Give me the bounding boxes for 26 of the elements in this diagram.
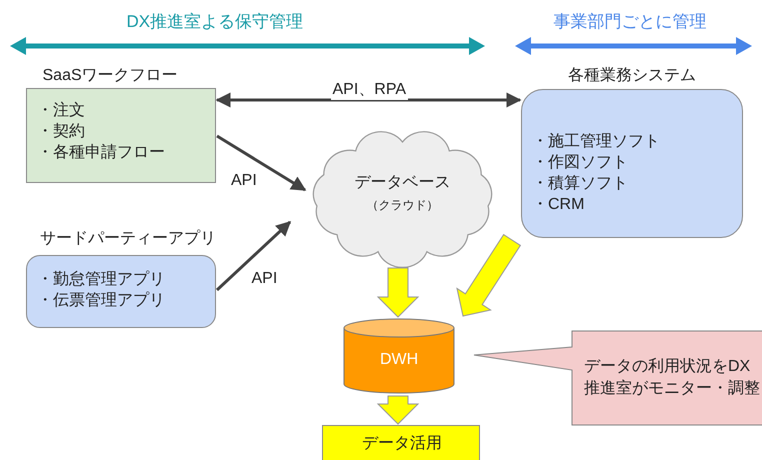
list-item: ・施工管理ソフト [532, 132, 660, 152]
list-item: ・伝票管理アプリ [37, 291, 165, 311]
block-arrow [376, 268, 420, 318]
list-item: ・CRM [532, 195, 584, 215]
list-item: ・積算ソフト [532, 174, 628, 194]
list-item: ・勤怠管理アプリ [37, 270, 165, 290]
arrow [216, 220, 292, 292]
block-arrow [376, 396, 420, 425]
arrow [216, 134, 306, 192]
list-item: ・注文 [37, 101, 85, 121]
block-arrow [456, 234, 522, 317]
list-item: ・作図ソフト [532, 153, 628, 173]
section-heading: 事業部門ごとに管理 [554, 12, 706, 32]
box-heading: SaaSワークフロー [42, 66, 178, 86]
cloud-label: （クラウド） [366, 197, 438, 214]
list-item: ・契約 [37, 122, 85, 142]
section-heading: DX推進室よる保守管理 [126, 12, 304, 32]
box-heading: サードパーティーアプリ [40, 229, 216, 249]
edge-label: API、RPA [330, 80, 408, 100]
cloud-label: データベース [354, 173, 450, 193]
arrow [216, 92, 522, 108]
cylinder-label: DWH [380, 350, 418, 370]
box-heading: 各種業務システム [568, 66, 696, 86]
box-label: データ活用 [362, 434, 442, 454]
list-item: ・各種申請フロー [37, 143, 165, 163]
callout-text: データの利用状況をDX推進室がモニター・調整 [584, 356, 761, 399]
